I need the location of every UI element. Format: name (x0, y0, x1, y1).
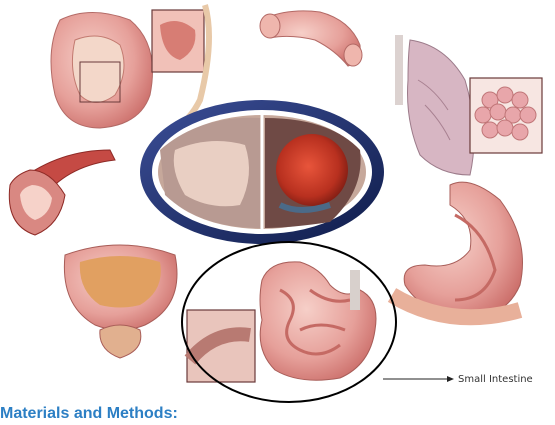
colon-segment-illustration (260, 11, 362, 66)
small-intestine-illustration (187, 262, 376, 382)
callout-arrow (383, 376, 454, 382)
stomach-illustration (392, 182, 523, 320)
artery-illustration (9, 150, 115, 235)
bladder-illustration (64, 245, 177, 358)
lung-illustration (395, 35, 542, 175)
surgery-photo-oval (140, 100, 384, 244)
uterus-illustration (51, 5, 209, 128)
section-heading: Materials and Methods: (0, 405, 178, 423)
small-intestine-label: Small Intestine (458, 374, 533, 385)
